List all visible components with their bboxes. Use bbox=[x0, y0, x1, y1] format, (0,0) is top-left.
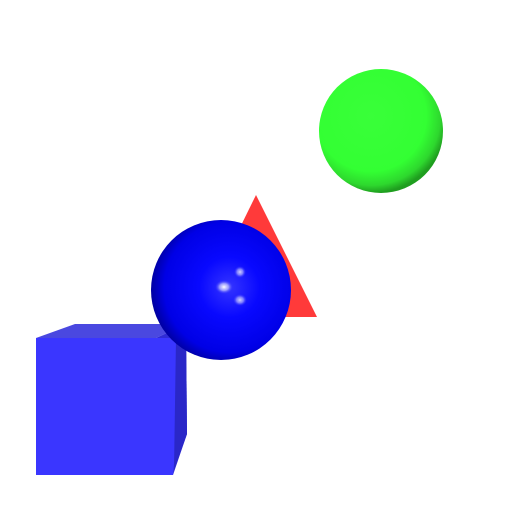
blue-cube bbox=[36, 324, 187, 475]
blue-sphere bbox=[151, 220, 291, 360]
green-sphere bbox=[319, 69, 443, 193]
